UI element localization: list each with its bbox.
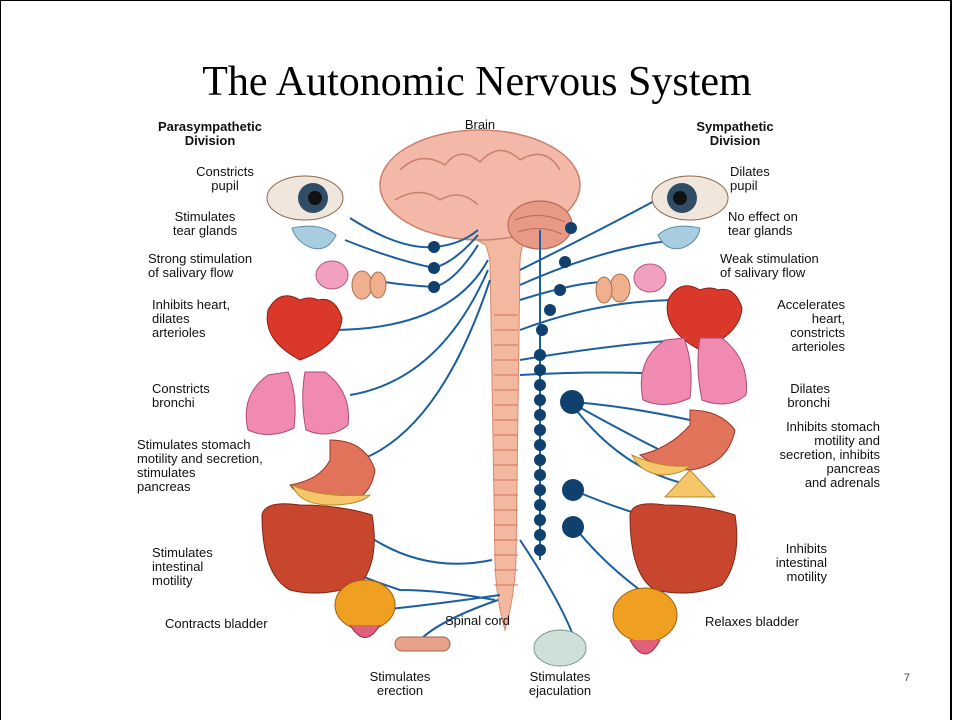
right-label-pupil: Dilates pupil [730, 165, 810, 193]
right-eye-icon [652, 176, 728, 220]
right-lungs-icon [641, 338, 746, 405]
right-bladder-icon [613, 588, 677, 654]
left-bladder-icon [335, 580, 395, 638]
right-intestine-icon [630, 504, 737, 593]
testes-icon [534, 630, 586, 666]
right-label-bladder: Relaxes bladder [705, 615, 835, 629]
left-label-intestine: Stimulates intestinal motility [152, 546, 252, 588]
spinal-cord-label: Spinal cord [445, 614, 545, 628]
left-lungs-icon [246, 372, 348, 435]
erection-label: Stimulates erection [355, 670, 445, 698]
left-label-bronchi: Constricts bronchi [152, 382, 252, 410]
right-label-heart: Accelerates heart, constricts arterioles [745, 298, 845, 354]
brain-label: Brain [440, 118, 520, 132]
left-label-heart: Inhibits heart, dilates arterioles [152, 298, 272, 340]
right-label-bronchi: Dilates bronchi [755, 382, 830, 410]
right-tear-gland-icon [658, 226, 700, 249]
left-salivary-gland-icon [316, 261, 386, 299]
right-label-salivary: Weak stimulation of salivary flow [720, 252, 860, 280]
spinal-cord [468, 220, 530, 630]
left-tear-gland-icon [292, 226, 336, 249]
left-label-salivary: Strong stimulation of salivary flow [148, 252, 298, 280]
penis-icon [395, 637, 450, 651]
right-label-tear: No effect on tear glands [728, 210, 828, 238]
brain-illustration [380, 130, 580, 249]
ejaculation-label: Stimulates ejaculation [510, 670, 610, 698]
parasympathetic-header: Parasympathetic Division [150, 120, 270, 148]
right-label-stomach: Inhibits stomach motility and secretion,… [735, 420, 880, 490]
left-label-pupil: Constricts pupil [185, 165, 265, 193]
left-label-bladder: Contracts bladder [165, 617, 315, 631]
right-label-intestine: Inhibits intestinal motility [745, 542, 827, 584]
slide-number: 7 [904, 672, 910, 684]
right-salivary-gland-icon [596, 264, 666, 303]
left-label-stomach: Stimulates stomach motility and secretio… [137, 438, 307, 494]
sympathetic-header: Sympathetic Division [680, 120, 790, 148]
left-heart-icon [267, 296, 342, 360]
left-intestine-icon [262, 504, 374, 593]
left-label-tear: Stimulates tear glands [160, 210, 250, 238]
left-eye-icon [267, 176, 343, 220]
